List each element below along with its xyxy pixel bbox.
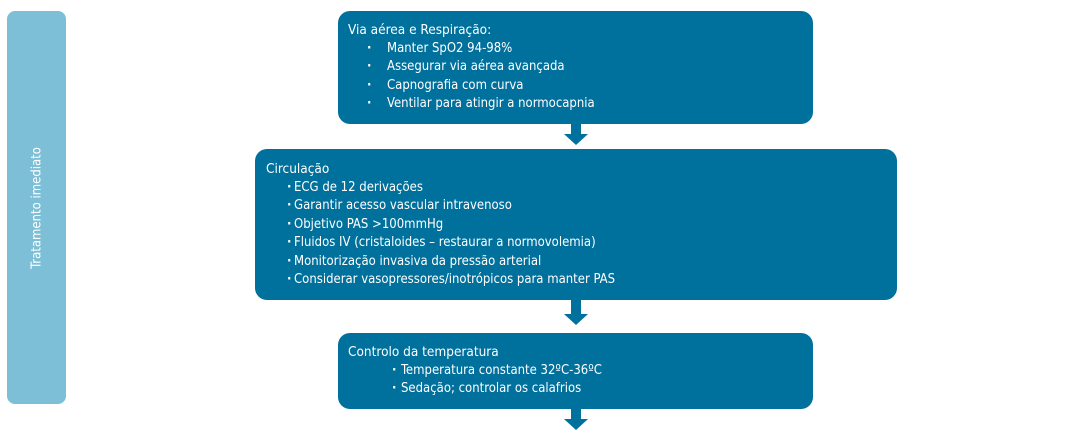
box-title: Circulação (266, 161, 330, 177)
box-title: Controlo da temperatura (348, 344, 499, 360)
phase-label: Tratamento imediato (29, 146, 44, 269)
list-item: Fluidos IV (cristaloides – restaurar a n… (266, 234, 886, 253)
box-title: Via aérea e Respiração: (348, 22, 492, 38)
list-item: Ventilar para atingir a normocapnia (348, 95, 803, 114)
list-item: Manter SpO2 94-98% (348, 40, 803, 59)
list-item: Objetivo PAS >100mmHg (266, 216, 886, 235)
list-item: Capnografia com curva (348, 77, 803, 96)
list-item: Considerar vasopressores/inotrópicos par… (266, 271, 886, 290)
down-arrow-icon (564, 409, 588, 430)
airway-breathing-box: Via aérea e Respiração: Manter SpO2 94-9… (338, 11, 813, 124)
list-item: Monitorização invasiva da pressão arteri… (266, 253, 886, 272)
circulation-box: Circulação ECG de 12 derivações Garantir… (255, 149, 897, 300)
down-arrow-icon (564, 300, 588, 326)
phase-label-bar: Tratamento imediato (7, 11, 66, 404)
list-item: Sedação; controlar os calafrios (348, 380, 803, 399)
list-item: Assegurar via aérea avançada (348, 58, 803, 77)
list-item: ECG de 12 derivações (266, 179, 886, 198)
list-item: Temperatura constante 32ºC-36ºC (348, 362, 803, 381)
down-arrow-icon (564, 124, 588, 145)
temperature-control-box: Controlo da temperatura Temperatura cons… (338, 333, 813, 409)
list-item: Garantir acesso vascular intravenoso (266, 197, 886, 216)
